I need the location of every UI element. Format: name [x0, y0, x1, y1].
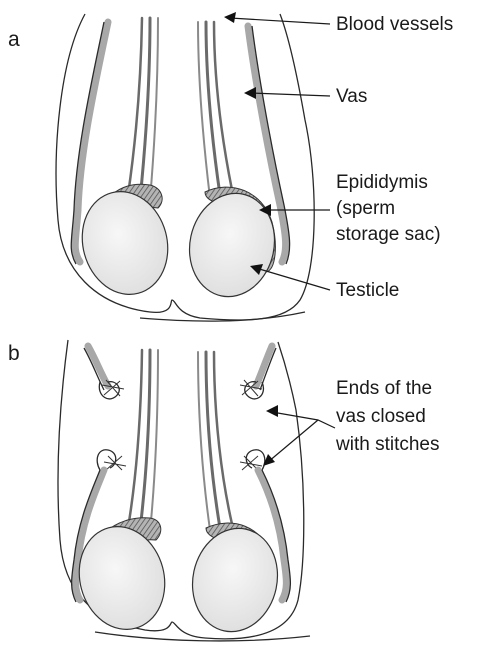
stitch-arrowhead-upper [266, 405, 278, 417]
blood-vessels-arrowhead [224, 12, 236, 23]
left-vessel-3-a [128, 18, 142, 195]
left-vessel-3-b [128, 350, 142, 528]
label-testicle: Testicle [336, 280, 399, 301]
left-vas-upper-stub-b [88, 346, 108, 386]
blood-vessels-leader [230, 18, 330, 24]
left-testicle-a [71, 182, 179, 304]
panel-b-letter: b [8, 342, 20, 365]
label-vas: Vas [336, 86, 367, 107]
right-vessel-2-a [198, 22, 210, 198]
scrotum-lower-edge-b [95, 632, 310, 641]
label-blood-vessels: Blood vessels [336, 14, 453, 35]
left-stitch-lower-b [104, 456, 126, 470]
label-epididymis-1: Epididymis [336, 172, 428, 193]
panel-b: b [8, 340, 439, 641]
label-ends-2: vas closed [336, 406, 426, 427]
stitch-leader-lower [268, 420, 318, 462]
panel-a: a Blood ve [8, 12, 453, 321]
label-ends-3: with stitches [335, 434, 439, 455]
stitch-leader-upper [272, 412, 335, 428]
right-testicle-a [180, 185, 284, 304]
vas-arrowhead [244, 87, 256, 99]
label-epididymis-2: (sperm [336, 198, 395, 219]
right-testicle-b [183, 520, 287, 639]
label-epididymis-3: storage sac) [336, 224, 441, 245]
label-ends-1: Ends of the [336, 378, 432, 399]
testicle-leader [256, 268, 330, 290]
panel-a-letter: a [8, 28, 20, 51]
left-vas-lower-loop-b [97, 450, 116, 470]
